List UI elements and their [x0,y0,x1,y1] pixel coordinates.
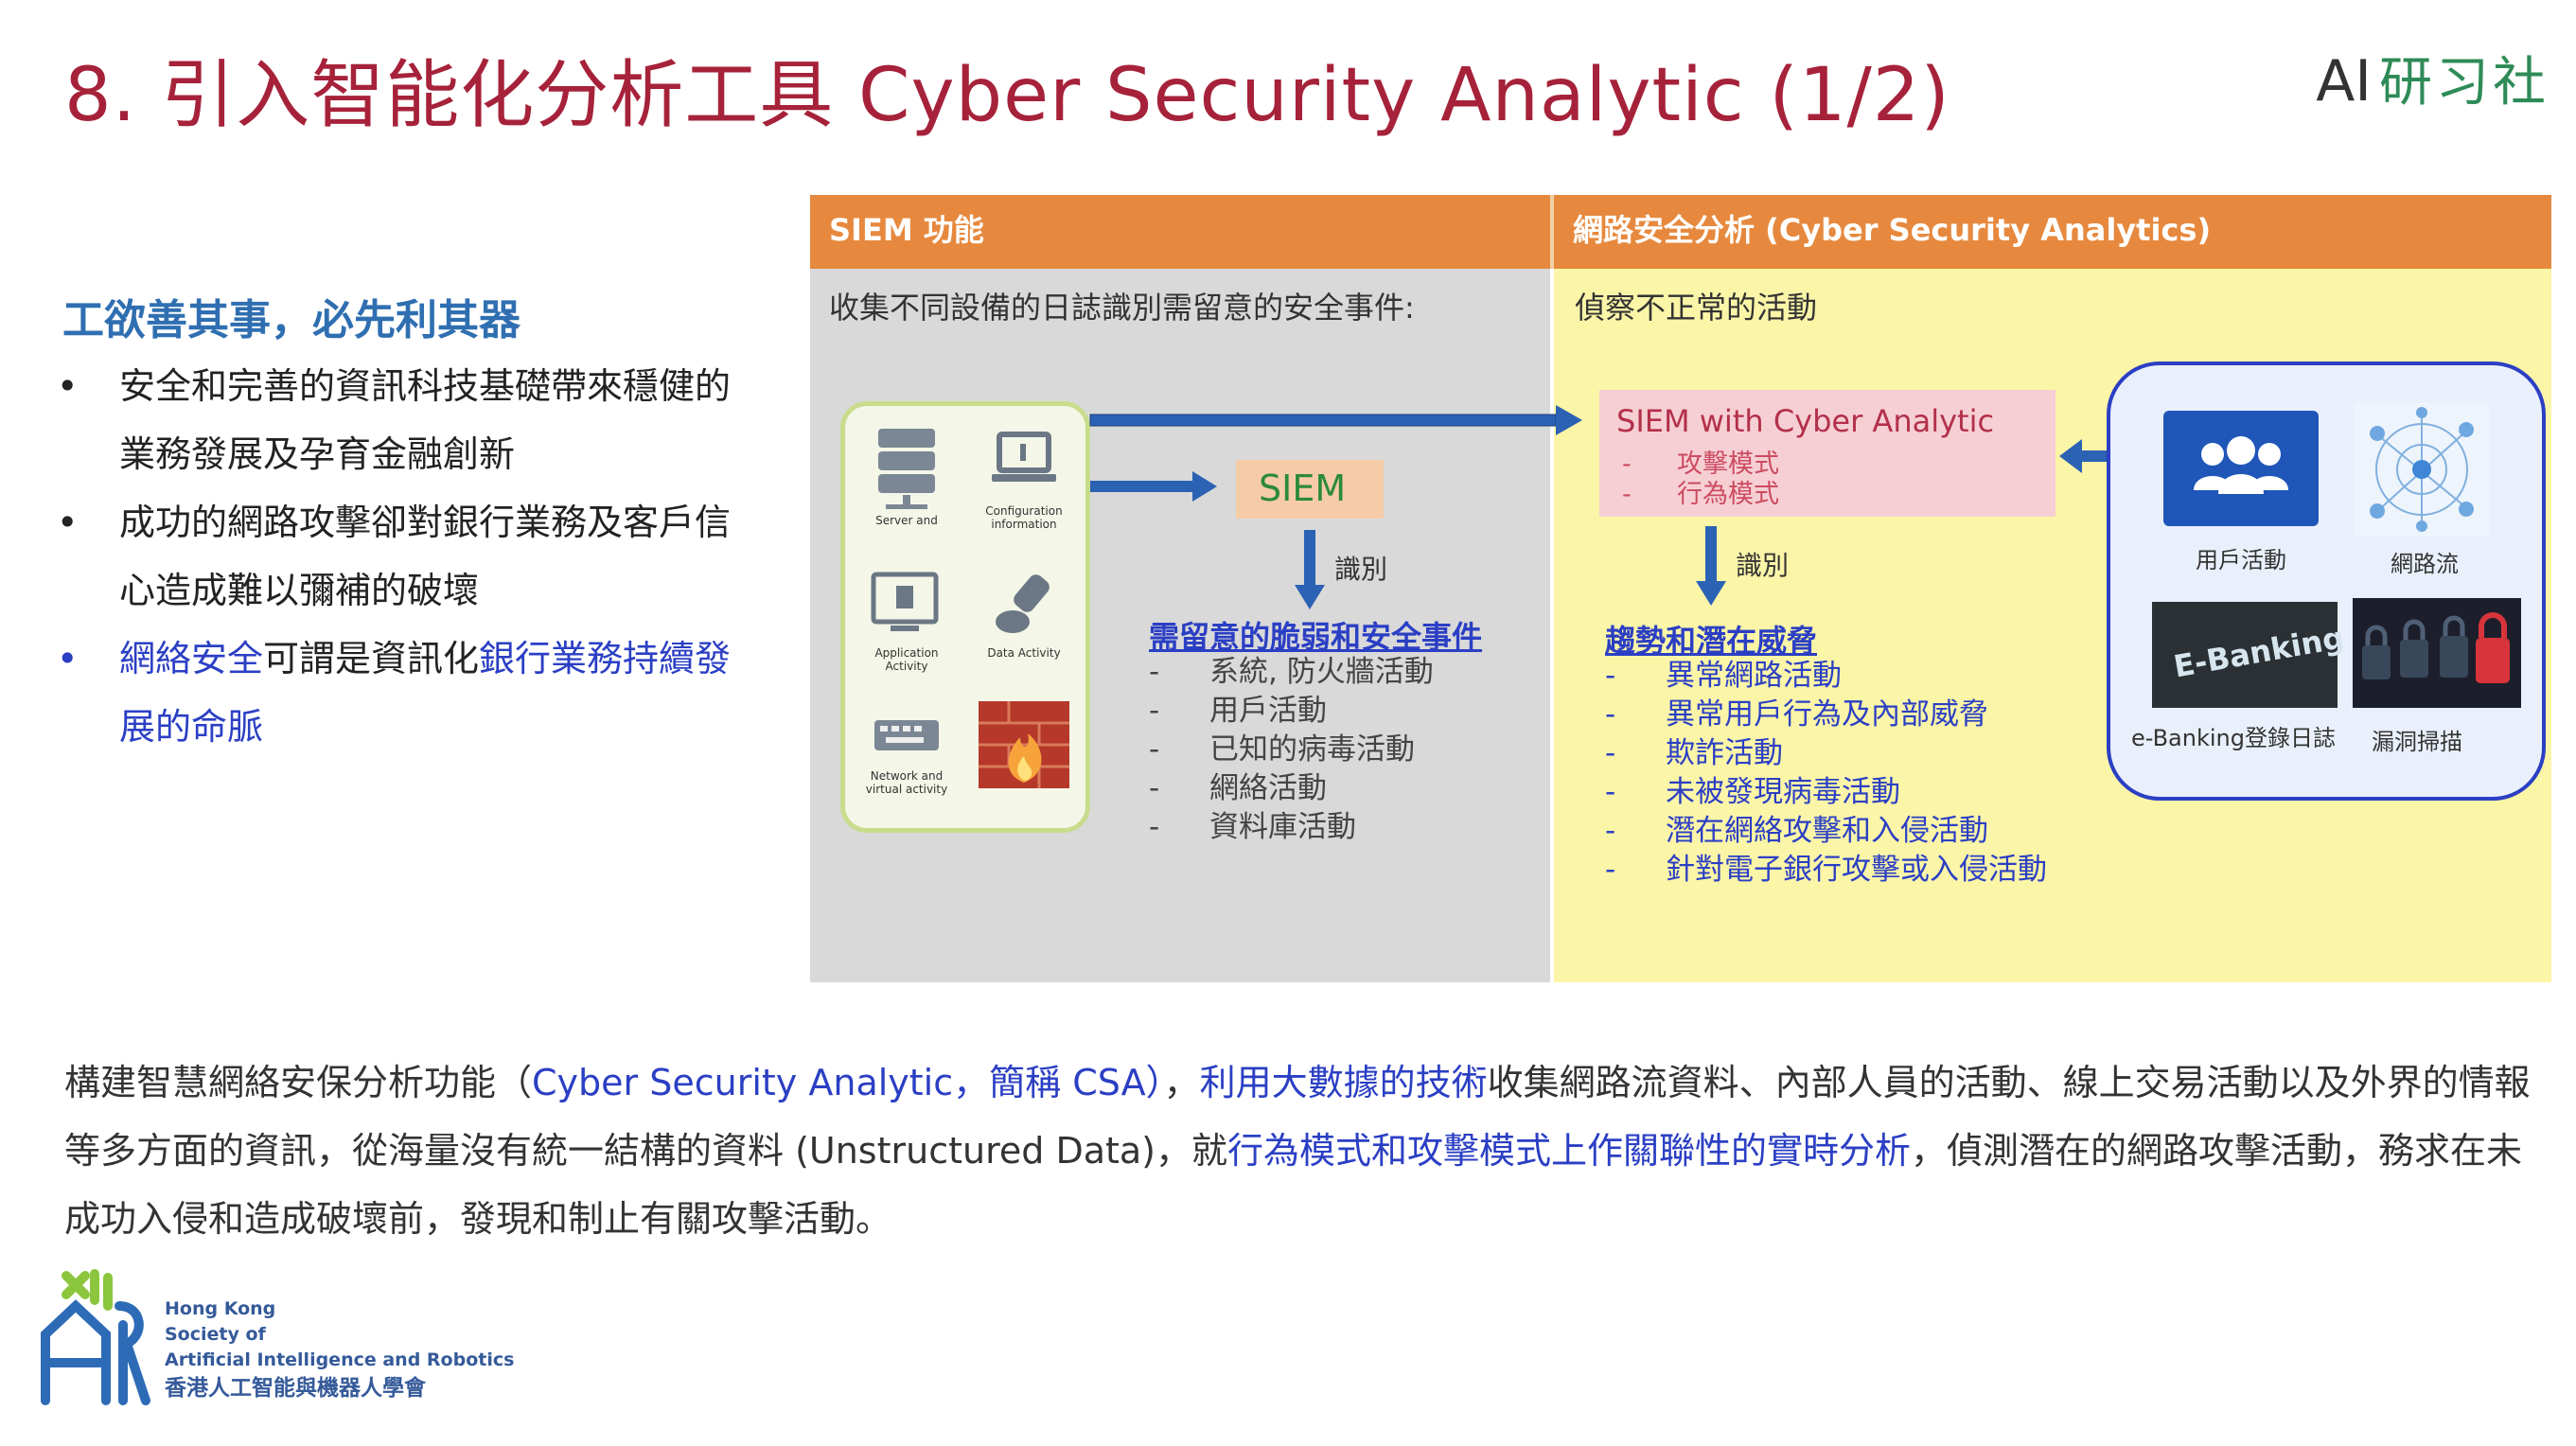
csa-item: -攻擊模式 [1622,450,1779,479]
csa-intro: 偵察不正常的活動 [1575,290,1818,326]
ebanking-icon: E-Banking [2152,602,2347,708]
arrow-down-icon [1295,530,1325,609]
server-icon: Server and [855,425,959,527]
source-caption: 網路流 [2391,551,2459,577]
list-item: -異常網路活動 [1605,659,1842,693]
csa-header-label: 網路安全分析 (Cyber Security Analytics) [1573,212,2212,248]
ebanking-text: E-Banking [2171,619,2347,685]
siem-intro: 收集不同設備的日誌識別需留意的安全事件: [829,290,1415,326]
bullet-item: • 網絡安全可謂是資訊化銀行業務持續發 展的命脈 [57,625,785,761]
brand-ai: AI [2316,48,2372,115]
bullet-line: 安全和完善的資訊科技基礎帶來穩健的 [119,365,732,407]
device-caption: Data Activity [987,646,1061,660]
csa-header: 網路安全分析 (Cyber Security Analytics) [1554,195,2551,269]
source-caption: 漏洞掃描 [2372,729,2462,755]
csa-list: -異常網路活動 -異常用戶行為及內部威脅 -欺詐活動 -未被發現病毒活動 -潛在… [1605,657,2047,890]
siem-header: SIEM 功能 [810,195,1554,269]
list-item: -異常用戶行為及內部威脅 [1605,697,1988,732]
hksair-logo-icon [41,1269,150,1405]
bullet-item: • 成功的網路攻擊卻對銀行業務及客戶信 心造成難以彌補的破壞 [57,488,785,625]
left-heading: 工欲善其事，必先利其器 [62,296,520,344]
summary-highlight: 行為模式和攻擊模式上作關聯性的實時分析 [1227,1130,1912,1172]
list-item: -系統, 防火牆活動 [1149,655,1434,689]
application-activity-icon: Application Activity [855,567,959,673]
locks-icon [2353,598,2521,708]
list-item: -用戶活動 [1149,694,1327,728]
bullet-highlight: 銀行業務持續發 [479,638,732,679]
device-caption: Application Activity [874,646,939,673]
summary-highlight: 利用大數據的技術 [1199,1062,1488,1103]
summary-paragraph: 構建智慧網絡安保分析功能（Cyber Security Analytic，簡稱 … [64,1049,2544,1253]
list-item: -未被發現病毒活動 [1605,775,1900,809]
logo-line: Society of [165,1324,266,1345]
bullet-line: 展的命脈 [119,706,264,748]
logo-line: Artificial Intelligence and Robotics [165,1349,515,1370]
arrow-to-csa [1089,405,1582,502]
arrow-left-icon [2059,439,2108,473]
data-sources-group: 用戶活動 網路流 E-Banking e-Banking登錄日誌 漏洞掃描 [2107,362,2546,801]
bullet-line: 業務發展及孕育金融創新 [119,433,516,475]
data-activity-icon: Data Activity [972,567,1076,660]
identify-label: 識別 [1736,550,1790,581]
bullet-item: • 安全和完善的資訊科技基礎帶來穩健的 業務發展及孕育金融創新 [57,352,785,488]
summary-text: 收集網路流資料、內部人員的活動、線上交易活動以及外界的情報等多方面的資訊，從海量… [64,1062,2531,1172]
siem-label: SIEM [1259,467,1347,509]
device-group: Server and Configuration information App… [840,401,1090,833]
device-caption: Server and [875,514,938,527]
logo-line: Hong Kong [165,1298,276,1319]
bullet-dot: • [57,502,79,543]
logo-line: 香港人工智能與機器人學會 [165,1376,426,1401]
list-item: -網絡活動 [1149,771,1327,805]
laptop-config-icon: Configuration information [972,425,1076,531]
bullet-dot: • [57,638,79,679]
bullet-text: 可謂是資訊化 [263,638,480,679]
network-graph-icon [2355,403,2489,536]
summary-highlight: Cyber Security Analytic，簡稱 CSA） [532,1062,1164,1103]
identify-label: 識別 [1334,554,1388,585]
keyboard-network-icon: Network and virtual activity [855,709,959,796]
bullet-dot: • [57,365,79,407]
summary-text: ， [1163,1062,1200,1103]
firewall-icon [972,699,1076,794]
source-caption: 用戶活動 [2196,547,2286,573]
list-item: -已知的病毒活動 [1149,732,1415,767]
device-caption: Network and virtual activity [865,769,948,796]
csa-node: SIEM with Cyber Analytic -攻擊模式 -行為模式 [1599,390,2056,517]
csa-list-heading: 趨勢和潛在威脅 [1605,623,1818,659]
summary-text: ，偵測潛在的網路攻擊活動，務求在未成功入侵和造成破壞前，發現和制止有關攻擊活動。 [64,1130,2523,1240]
list-item: -針對電子銀行攻擊或入侵活動 [1605,853,2047,887]
siem-list: -系統, 防火牆活動 -用戶活動 -已知的病毒活動 -網絡活動 -資料庫活動 [1149,653,1434,847]
list-item: -欺詐活動 [1605,736,1783,770]
siem-node: SIEM [1236,460,1384,519]
brand-cn: 研习社 [2379,52,2550,114]
bullet-line: 心造成難以彌補的破壞 [119,570,480,611]
list-item: -潛在網絡攻擊和入侵活動 [1605,814,1988,848]
source-caption: e-Banking登錄日誌 [2131,725,2336,751]
csa-item: -行為模式 [1622,480,1779,509]
summary-text: 構建智慧網絡安保分析功能（ [64,1062,533,1103]
list-item: -資料庫活動 [1149,810,1356,844]
logo-text: Hong Kong Society of Artificial Intellig… [165,1296,514,1403]
bullet-line: 成功的網路攻擊卻對銀行業務及客戶信 [119,502,732,543]
siem-list-heading: 需留意的脆弱和安全事件 [1149,619,1483,655]
bullet-highlight: 網絡安全 [119,638,264,679]
arrow-down-icon [1696,526,1726,606]
csa-title: SIEM with Cyber Analytic [1616,403,1995,439]
device-caption: Configuration information [985,504,1063,531]
siem-header-label: SIEM 功能 [829,212,984,248]
slide-title: 8. 引入智能化分析工具 Cyber Security Analytic (1/… [64,53,1950,138]
users-icon [2163,411,2319,526]
